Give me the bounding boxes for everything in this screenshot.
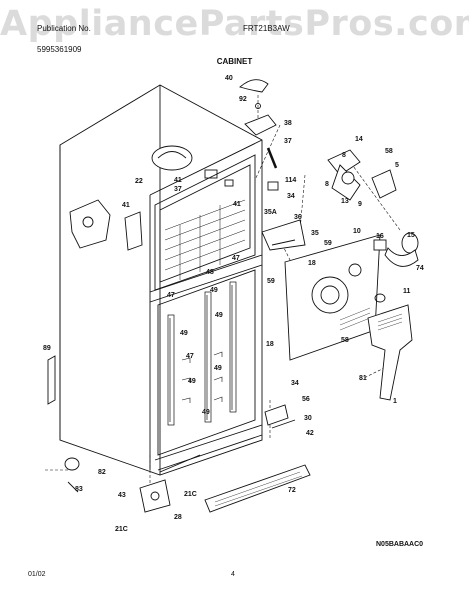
part-label-41: 41	[122, 202, 130, 209]
part-label-81: 81	[359, 375, 367, 382]
part-label-22: 22	[135, 178, 143, 185]
part-label-48: 48	[206, 269, 214, 276]
part-label-42: 42	[306, 430, 314, 437]
part-label-11: 11	[403, 288, 411, 295]
part-label-35A: 35A	[264, 209, 277, 216]
part-label-47: 47	[186, 353, 194, 360]
part-label-8: 8	[325, 181, 329, 188]
part-label-40: 40	[225, 75, 233, 82]
part-label-35: 35	[311, 230, 319, 237]
part-label-21C: 21C	[184, 491, 197, 498]
part-label-49: 49	[215, 312, 223, 319]
part-label-56: 56	[302, 396, 310, 403]
part-label-49: 49	[188, 378, 196, 385]
part-label-47: 47	[167, 292, 175, 299]
model-number: FRT21B3AW	[243, 24, 290, 33]
part-label-21C: 21C	[115, 526, 128, 533]
part-label-74: 74	[416, 265, 424, 272]
part-label-43: 43	[118, 492, 126, 499]
part-label-49: 49	[180, 330, 188, 337]
part-label-37: 37	[174, 186, 182, 193]
part-label-41: 41	[174, 177, 182, 184]
part-label-82: 82	[98, 469, 106, 476]
publication-number: 5995361909	[37, 45, 82, 54]
part-label-58: 58	[341, 337, 349, 344]
part-label-92: 92	[239, 96, 247, 103]
part-label-13: 13	[341, 198, 349, 205]
part-label-15: 15	[407, 232, 415, 239]
part-label-49: 49	[214, 365, 222, 372]
part-label-47: 47	[232, 255, 240, 262]
part-label-37: 37	[284, 138, 292, 145]
part-label-49: 49	[202, 409, 210, 416]
part-label-9: 9	[358, 201, 362, 208]
part-label-10: 10	[353, 228, 361, 235]
part-label-72: 72	[288, 487, 296, 494]
part-label-38: 38	[284, 120, 292, 127]
part-label-16: 16	[376, 233, 384, 240]
part-label-5: 5	[395, 162, 399, 169]
section-title: CABINET	[216, 57, 253, 66]
part-label-34: 34	[287, 193, 295, 200]
part-label-114: 114	[285, 177, 296, 184]
footer-page-number: 4	[231, 571, 235, 578]
part-label-59: 59	[324, 240, 332, 247]
part-label-59: 59	[267, 278, 275, 285]
part-label-83: 83	[75, 486, 83, 493]
part-label-49: 49	[210, 287, 218, 294]
part-label-8: 8	[342, 152, 346, 159]
part-label-34: 34	[291, 380, 299, 387]
part-label-18: 18	[308, 260, 316, 267]
part-label-41: 41	[233, 201, 241, 208]
diagram-code: N05BABAAC0	[376, 541, 424, 548]
part-label-30: 30	[304, 415, 312, 422]
part-label-1: 1	[393, 398, 397, 405]
part-label-14: 14	[355, 136, 363, 143]
part-label-36: 36	[294, 214, 302, 221]
part-label-28: 28	[174, 514, 182, 521]
part-label-18: 18	[266, 341, 274, 348]
publication-label: Publication No.	[37, 24, 91, 33]
part-label-58: 58	[385, 148, 393, 155]
part-label-89: 89	[43, 345, 51, 352]
footer-date: 01/02	[28, 571, 46, 578]
